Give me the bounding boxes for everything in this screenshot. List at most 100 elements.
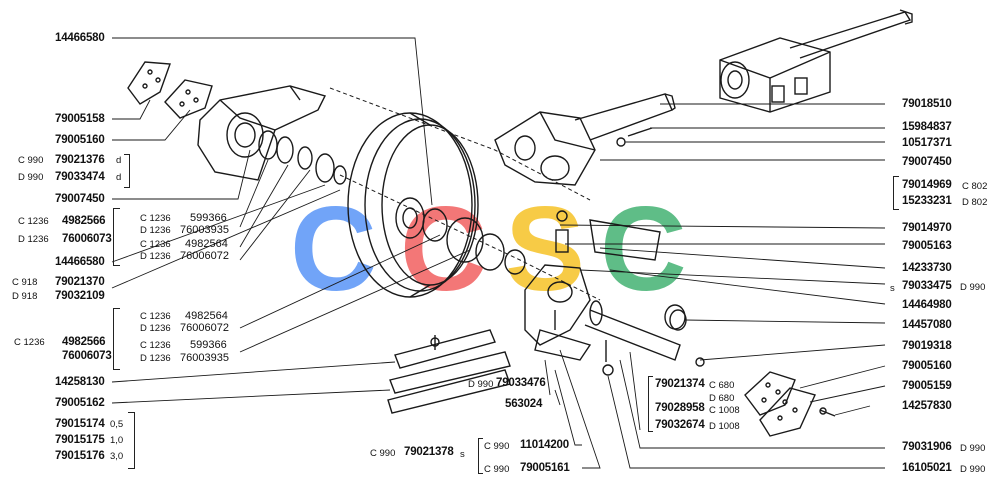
label-c680: C 680 — [709, 380, 735, 391]
label-79033474: 79033474 — [55, 171, 105, 183]
bracket-group-2 — [113, 308, 120, 370]
label-c802: C 802 — [962, 181, 988, 192]
label-4982566-a: 4982566 — [62, 215, 106, 227]
label-d990-b: D 990 — [960, 464, 986, 475]
g1-v1: 599366 — [190, 212, 227, 224]
label-79019318: 79019318 — [902, 340, 952, 352]
g2-c1: C 1236 — [140, 311, 171, 322]
label-14457080: 14457080 — [902, 319, 952, 331]
label-c990: C 990 — [18, 155, 44, 166]
watermark-s-yellow: S — [505, 182, 585, 316]
bearing-left-drawing — [258, 130, 347, 185]
label-79031906: 79031906 — [902, 441, 952, 453]
label-14257830: 14257830 — [902, 400, 952, 412]
g1-v3: 4982564 — [185, 238, 228, 250]
label-d990-a: D 990 — [960, 443, 986, 454]
label-c1008: C 1008 — [709, 405, 740, 416]
label-79014969: 79014969 — [902, 179, 952, 191]
watermark-c-blue: C — [290, 182, 377, 316]
g2-c2: D 1236 — [140, 323, 171, 334]
label-c990-b: C 990 — [484, 441, 510, 452]
label-79021374: 79021374 — [655, 378, 705, 390]
label-79005162: 79005162 — [55, 397, 105, 409]
label-14233730: 14233730 — [902, 262, 952, 274]
label-14464980: 14464980 — [902, 299, 952, 311]
label-79005161: 79005161 — [520, 462, 570, 474]
bracket-c802 — [893, 176, 899, 210]
g1-c3: C 1236 — [140, 239, 171, 250]
label-thick-10: 1,0 — [110, 435, 124, 446]
label-thick-05: 0,5 — [110, 419, 124, 430]
dashed-axis-line-2 — [339, 174, 601, 301]
label-d1008: D 1008 — [709, 421, 740, 432]
label-79005160-right: 79005160 — [902, 360, 952, 372]
label-d990: D 990 — [18, 172, 44, 183]
dashed-axis-line — [329, 87, 591, 201]
g1-v2: 76003935 — [180, 224, 229, 236]
label-14466580-mid: 14466580 — [55, 256, 105, 268]
label-79021370: 79021370 — [55, 276, 105, 288]
label-4982566-b: 4982566 — [62, 336, 106, 348]
label-79028958: 79028958 — [655, 402, 705, 414]
plate-drawings — [127, 61, 213, 119]
label-563024: 563024 — [505, 398, 543, 410]
label-15984837: 15984837 — [902, 121, 952, 133]
label-c990-bottom: C 990 — [370, 448, 396, 459]
bracket-79021374 — [648, 376, 653, 432]
label-79032674: 79032674 — [655, 419, 705, 431]
label-c1236-b: C 1236 — [14, 337, 45, 348]
g1-c1: C 1236 — [140, 213, 171, 224]
g1-v4: 76006072 — [180, 250, 229, 262]
label-79015176: 79015176 — [55, 450, 105, 462]
g2-v1: 4982564 — [185, 310, 228, 322]
g1-c4: D 1236 — [140, 251, 171, 262]
label-d-2: d — [116, 172, 122, 183]
label-10517371: 10517371 — [902, 137, 952, 149]
steering-box-drawing — [719, 9, 913, 113]
knuckle-drawing — [494, 93, 676, 186]
label-15233231: 15233231 — [902, 195, 952, 207]
label-d990-right: D 990 — [960, 282, 986, 293]
label-thick-30: 3,0 — [110, 451, 124, 462]
label-c990-c: C 990 — [484, 464, 510, 475]
label-79021378: 79021378 — [404, 446, 454, 458]
g2-v3: 599366 — [190, 339, 227, 351]
label-79005158: 79005158 — [55, 113, 105, 125]
label-11014200: 11014200 — [520, 439, 569, 451]
right-plates-drawing — [664, 304, 836, 437]
label-d680: D 680 — [709, 393, 735, 404]
label-d1236-a: D 1236 — [18, 234, 49, 245]
label-79015175: 79015175 — [55, 434, 105, 446]
g2-c4: D 1236 — [140, 353, 171, 364]
label-14258130: 14258130 — [55, 376, 105, 388]
label-79033476: 79033476 — [496, 377, 546, 389]
label-c1236-a: C 1236 — [18, 216, 49, 227]
left-housing-drawing — [197, 85, 327, 181]
label-d918: D 918 — [12, 291, 38, 302]
label-79018510: 79018510 — [902, 98, 952, 110]
bracket-group-1 — [113, 208, 120, 266]
label-79007450-right: 79007450 — [902, 156, 952, 168]
label-79014970: 79014970 — [902, 222, 952, 234]
bracket-shims — [128, 412, 135, 469]
bracket-d — [124, 154, 130, 188]
leader-lines — [111, 37, 886, 469]
label-79007450-left: 79007450 — [55, 193, 105, 205]
label-79032109: 79032109 — [55, 290, 105, 302]
g2-v4: 76003935 — [180, 352, 229, 364]
label-79015174: 79015174 — [55, 418, 105, 430]
label-s-right: s — [890, 283, 895, 294]
bracket-bottom — [478, 438, 483, 474]
label-s-bottom: s — [460, 449, 465, 460]
shim-plates-drawing — [387, 329, 511, 414]
g2-v2: 76006072 — [180, 322, 229, 334]
label-76006073-a: 76006073 — [62, 233, 112, 245]
label-79005163: 79005163 — [902, 240, 952, 252]
label-79005159: 79005159 — [902, 380, 952, 392]
label-d-1: d — [116, 155, 122, 166]
label-16105021: 16105021 — [902, 462, 952, 474]
label-76006073-b: 76006073 — [62, 350, 112, 362]
lower-axle-drawing — [524, 210, 705, 376]
label-79033475: 79033475 — [902, 280, 952, 292]
